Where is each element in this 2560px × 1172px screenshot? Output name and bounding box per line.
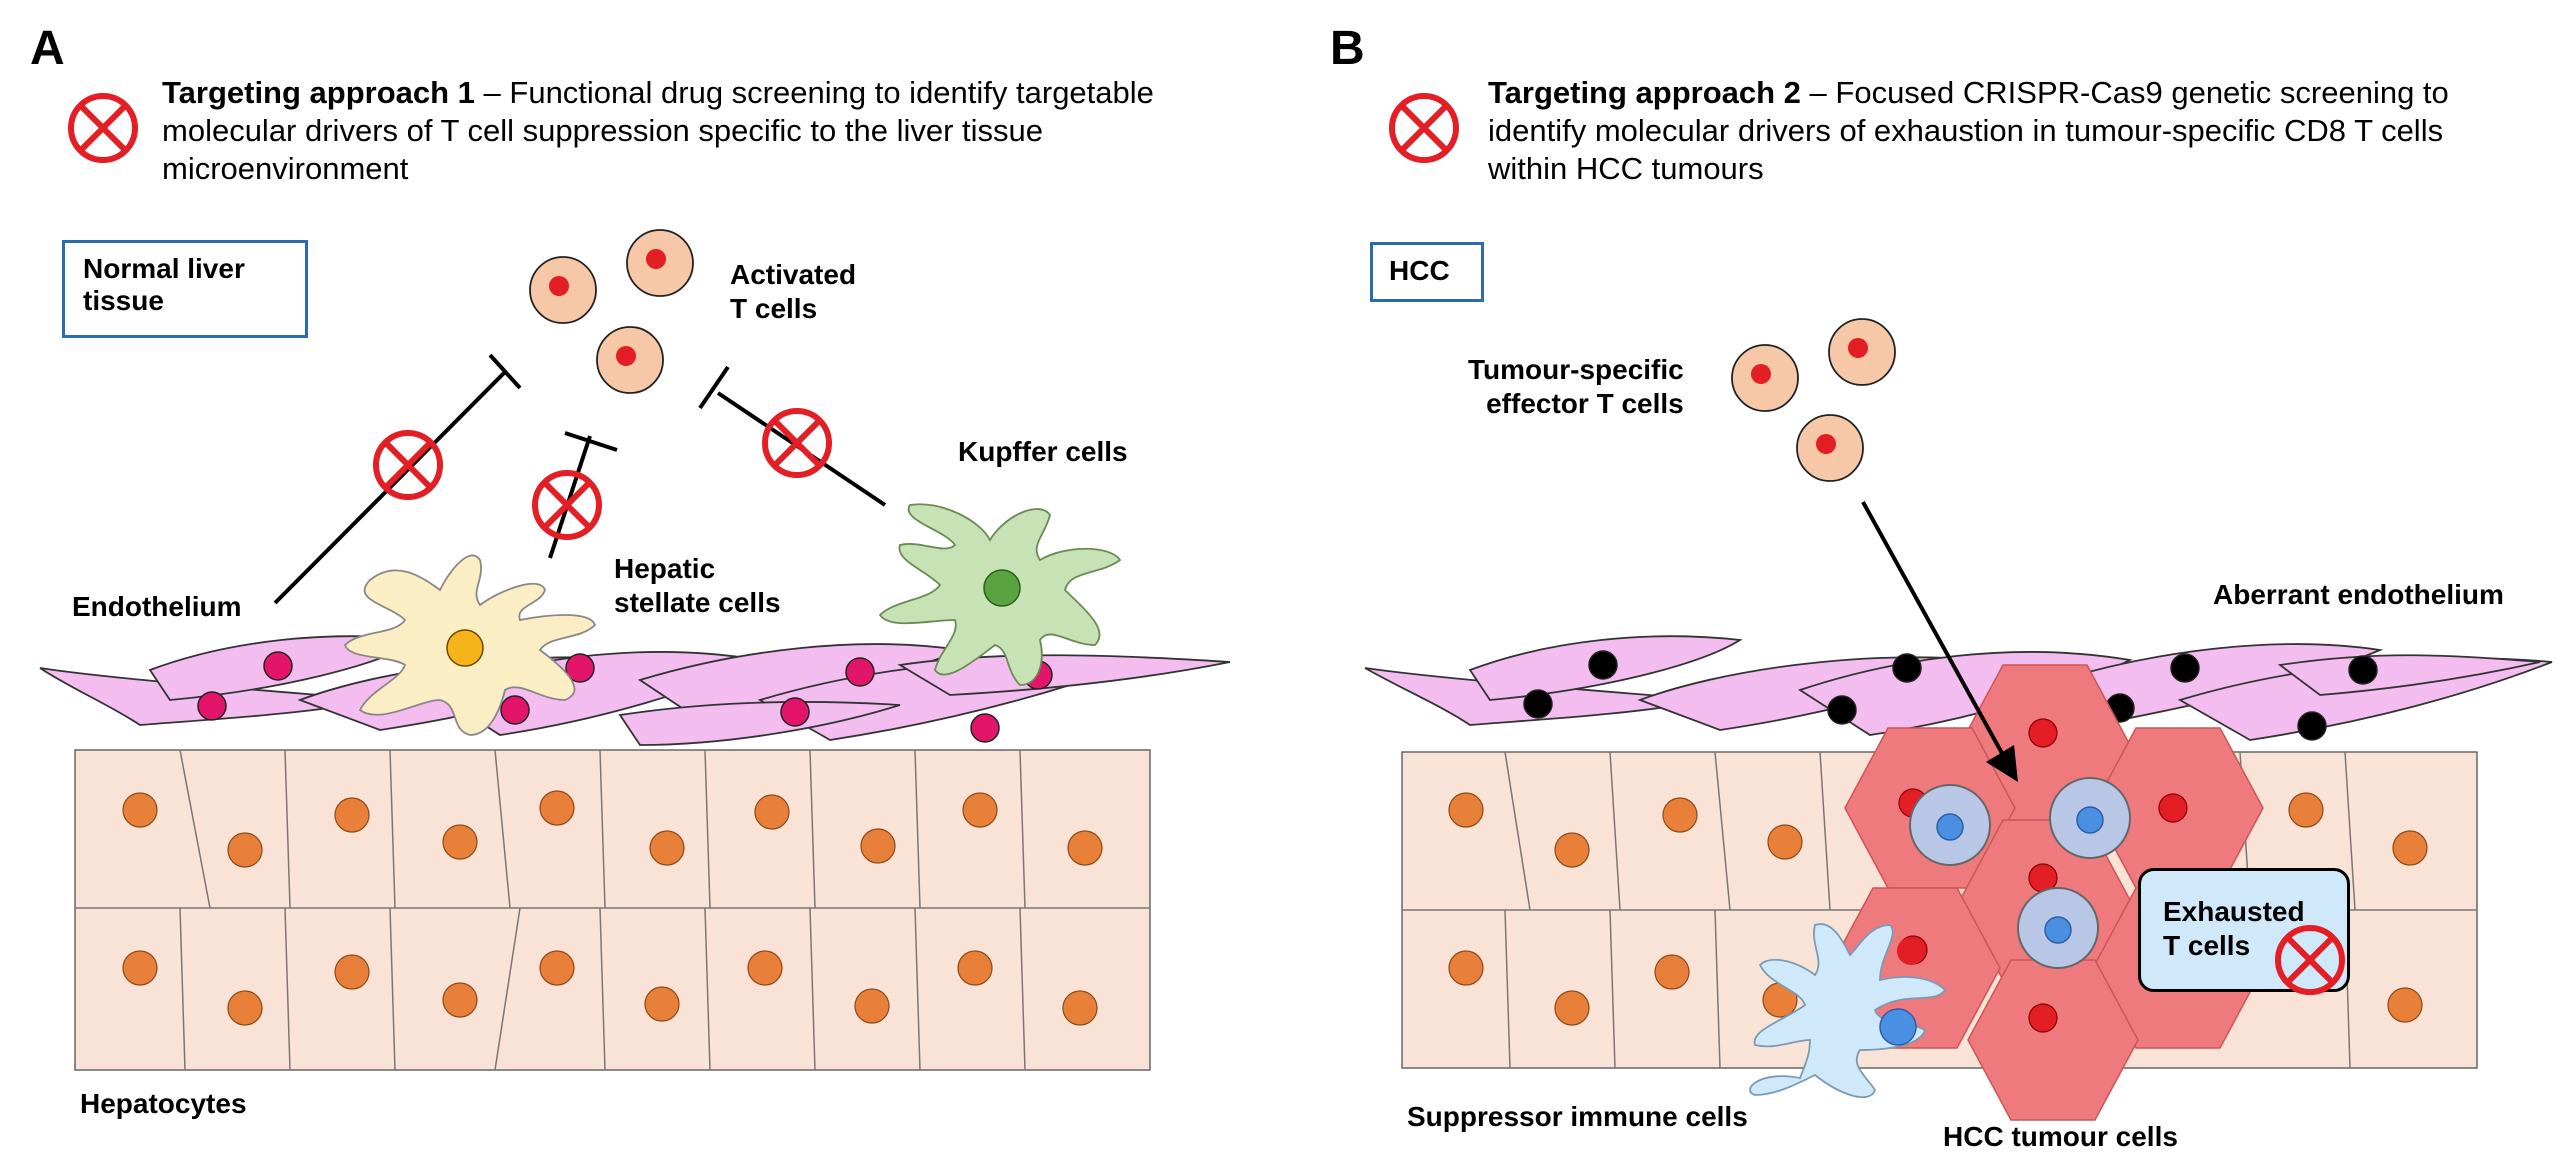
suppressor-immune-cell: [1749, 923, 1947, 1099]
label-effector-t-cells: Tumour-specific effector T cells: [1468, 354, 1684, 420]
effector-t-cell-2: [1828, 318, 1896, 386]
stellate-cell: [343, 554, 597, 736]
inhibitor-icon-stellate: [535, 473, 599, 537]
approach-2-title: Targeting approach 2: [1488, 75, 1801, 110]
label-hcc-tumour-cells: HCC tumour cells: [1943, 1121, 2178, 1152]
label-hepatic-stellate-cells: Hepatic stellate cells: [614, 553, 781, 619]
approach-2-text: – Focused CRISPR-Cas9 genetic screening …: [1488, 75, 2449, 186]
label-kupffer-cells: Kupffer cells: [958, 436, 1128, 467]
approach-1-description: Targeting approach 1 – Functional drug s…: [162, 74, 1192, 187]
label-hepatocytes: Hepatocytes: [80, 1088, 247, 1119]
exhausted-t-cell-2: [2049, 777, 2131, 859]
inhibitor-icon-endothelium: [376, 433, 440, 497]
approach-1-title: Targeting approach 1: [162, 75, 475, 110]
endothelium-cells-a: [39, 635, 1231, 746]
exhausted-t-cell-1: [1909, 784, 1991, 866]
migration-arrow: [1861, 501, 2018, 782]
exhausted-t-cell-3: [2017, 887, 2099, 969]
label-endothelium: Endothelium: [72, 591, 242, 622]
effector-t-cell-3: [1796, 414, 1864, 482]
activated-t-cell-2: [626, 229, 694, 297]
inhibitor-icon-kupffer: [765, 411, 829, 475]
approach-2-description: Targeting approach 2 – Focused CRISPR-Ca…: [1488, 74, 2528, 187]
activated-t-cell-1: [529, 256, 597, 324]
endothelium-cells-b: [1364, 635, 2553, 741]
kupffer-cell: [878, 503, 1122, 686]
label-suppressor-immune-cells: Suppressor immune cells: [1407, 1101, 1748, 1132]
normal-liver-tissue-box: Normal liver tissue: [62, 240, 308, 338]
activated-t-cell-3: [596, 326, 664, 394]
label-aberrant-endothelium: Aberrant endothelium: [2213, 579, 2504, 610]
hepatocyte-layer-a: [74, 749, 1151, 1071]
inhibitor-icon-approach-2: [1392, 96, 1456, 160]
panel-letter-b: B: [1330, 22, 1365, 75]
inhibitor-icon-approach-1: [71, 96, 135, 160]
hcc-box: HCC: [1370, 242, 1484, 302]
label-exhausted-t-cells: Exhausted T cells: [2163, 896, 2305, 962]
label-activated-t-cells: Activated T cells: [730, 259, 857, 325]
approach-1-text: – Functional drug screening to identify …: [162, 75, 1154, 186]
panel-letter-a: A: [30, 22, 65, 75]
effector-t-cell-1: [1731, 344, 1799, 412]
